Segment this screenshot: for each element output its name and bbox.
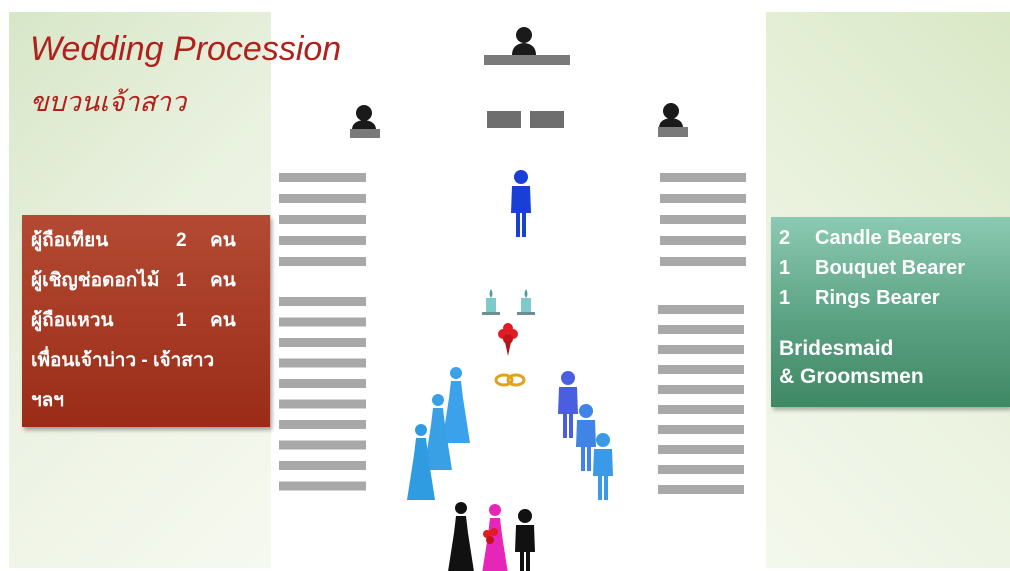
- english-row-candle: 2 Candle Bearers: [779, 223, 1010, 253]
- thai-row-count: 2: [176, 230, 187, 251]
- pew-bench: [279, 297, 366, 306]
- bride-bouquet-icon: [483, 528, 498, 544]
- right-witness-icon: [659, 103, 683, 128]
- bridesmaid-icon: [442, 367, 470, 443]
- spacer: [779, 313, 1010, 335]
- candle-icon: [482, 289, 500, 315]
- left-witness-seat: [350, 129, 380, 138]
- pew-bench: [658, 445, 744, 454]
- thai-row-count: 1: [176, 310, 187, 331]
- pew-bench: [658, 485, 744, 494]
- pew-bench: [279, 399, 366, 409]
- pew-bench: [658, 405, 744, 414]
- thai-row-label: ผู้ถือเทียน: [31, 230, 109, 251]
- english-row-count: 1: [779, 287, 791, 309]
- pew-bench: [658, 325, 744, 334]
- groomsman-icon: [593, 433, 613, 500]
- attendants-line-1: Bridesmaid: [779, 337, 894, 360]
- pew-bench: [279, 215, 366, 224]
- bouquet-icon: [498, 323, 518, 356]
- pew-bench: [658, 465, 744, 474]
- english-row-count: 1: [779, 257, 791, 279]
- english-row-label: Candle Bearers: [815, 227, 962, 249]
- thai-row-count: 1: [176, 270, 187, 291]
- pew-bench: [658, 385, 744, 394]
- pew-bench: [279, 420, 366, 429]
- pew-bench: [658, 365, 744, 374]
- thai-row-etc: ฯลฯ: [31, 387, 270, 427]
- pew-bench: [279, 358, 366, 368]
- thai-row-label: ผู้ถือแหวน: [31, 310, 114, 331]
- groomsman-icon: [558, 371, 578, 438]
- escort-icon: [447, 502, 475, 571]
- kneeler-right: [530, 111, 564, 128]
- pew-bench: [660, 173, 746, 182]
- thai-row-unit: คน: [210, 230, 236, 251]
- english-row-label: Bouquet Bearer: [815, 257, 966, 279]
- father-icon: [515, 509, 535, 571]
- candle-icon: [517, 289, 535, 315]
- english-row-label: Rings Bearer: [815, 287, 940, 309]
- thai-row-rings: ผู้ถือแหวน 1 คน: [31, 307, 270, 347]
- pew-bench: [658, 345, 744, 354]
- thai-participants-box: ผู้ถือเทียน 2 คน ผู้เชิญช่อดอกไม้ 1 คน ผ…: [22, 215, 270, 427]
- english-row-rings: 1 Rings Bearer: [779, 283, 1010, 313]
- pew-bench: [658, 305, 744, 314]
- pew-bench: [279, 338, 366, 347]
- pew-bench: [660, 194, 746, 203]
- pews: [279, 173, 746, 494]
- thai-row-attendants: เพื่อนเจ้าบ่าว - เจ้าสาว: [31, 347, 270, 387]
- groom-icon: [511, 170, 531, 237]
- pew-bench: [279, 481, 366, 491]
- english-participants-box: 2 Candle Bearers 1 Bouquet Bearer 1 Ring…: [771, 217, 1010, 407]
- thai-row-label: ฯลฯ: [31, 390, 64, 411]
- thai-row-label: เพื่อนเจ้าบ่าว - เจ้าสาว: [31, 350, 215, 371]
- kneeler-left: [487, 111, 521, 128]
- groomsman-icon: [576, 404, 596, 471]
- altar-table: [484, 55, 570, 65]
- left-witness-icon: [352, 105, 376, 130]
- attendants-line-2: & Groomsmen: [779, 365, 924, 388]
- procession-diagram: [279, 27, 746, 571]
- thai-row-label: ผู้เชิญช่อดอกไม้: [31, 270, 160, 291]
- pew-bench: [279, 461, 366, 470]
- thai-row-unit: คน: [210, 310, 236, 331]
- pew-bench: [660, 257, 746, 266]
- pew-bench: [279, 257, 366, 266]
- right-witness-seat: [658, 127, 688, 137]
- pew-bench: [279, 173, 366, 182]
- slide-title: Wedding Procession: [30, 30, 342, 68]
- officiant-icon: [512, 27, 536, 55]
- pew-bench: [279, 194, 366, 203]
- thai-row-bouquet: ผู้เชิญช่อดอกไม้ 1 คน: [31, 267, 270, 307]
- pew-bench: [660, 215, 746, 224]
- rings-icon: [494, 373, 526, 387]
- pew-bench: [660, 236, 746, 245]
- pew-bench: [279, 440, 366, 450]
- thai-row-unit: คน: [210, 270, 236, 291]
- slide-subtitle: ขบวนเจ้าสาว: [30, 87, 187, 117]
- english-row-count: 2: [779, 227, 791, 249]
- english-row-bouquet: 1 Bouquet Bearer: [779, 253, 1010, 283]
- pew-bench: [279, 317, 366, 327]
- pew-bench: [279, 236, 366, 245]
- thai-row-candle: ผู้ถือเทียน 2 คน: [31, 227, 270, 267]
- pew-bench: [658, 425, 744, 434]
- pew-bench: [279, 379, 366, 388]
